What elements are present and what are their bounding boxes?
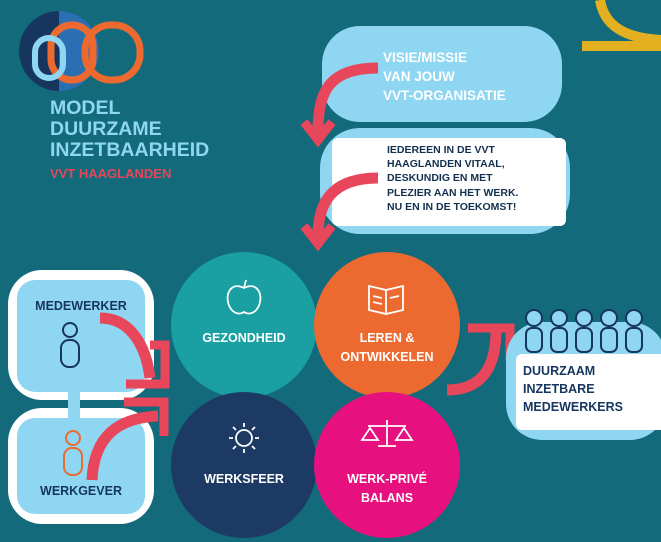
corner-arrow-decoration xyxy=(595,0,661,45)
result-text: DUURZAAM INZETBARE MEDEWERKERS xyxy=(523,362,623,416)
result-line: MEDEWERKERS xyxy=(523,400,624,414)
vision-line: VVT-ORGANISATIE xyxy=(383,88,506,103)
ambition-line: PLEZIER AAN HET WERK. xyxy=(387,186,519,199)
down-arrow-2 xyxy=(312,172,379,237)
apple-icon xyxy=(226,279,262,315)
title-line: DUURZAME xyxy=(50,118,162,140)
model-title: MODEL DUURZAME INZETBAARHEID xyxy=(50,98,209,161)
result-line: DUURZAAM xyxy=(523,364,596,378)
title-line: MODEL xyxy=(50,97,121,119)
health-label: GEZONDHEID xyxy=(202,331,286,345)
employer-label: WERKGEVER xyxy=(40,484,122,498)
vision-box xyxy=(322,26,562,122)
ambition-box xyxy=(332,138,566,226)
balance-line: WERK-PRIVÉ xyxy=(347,472,427,486)
employee-box xyxy=(17,280,145,392)
balance-label: WERK-PRIVÉ BALANS xyxy=(317,470,457,508)
scale-icon xyxy=(360,420,414,447)
ambition-line: DESKUNDIG EN MET xyxy=(387,172,493,185)
balance-line: BALANS xyxy=(360,491,414,505)
balance-circle xyxy=(314,392,460,538)
ambition-line: HAAGLANDEN VITAAL, xyxy=(387,158,505,171)
vision-text: VISIE/MISSIE VAN JOUW VVT-ORGANISATIE xyxy=(383,48,506,105)
climate-label: WERKSFEER xyxy=(204,472,284,486)
employee-arrow xyxy=(99,312,156,379)
ambition-line: NU EN IN DE TOEKOMST! xyxy=(387,200,517,213)
employee-label: MEDEWERKER xyxy=(35,299,127,313)
vision-line: VISIE/MISSIE xyxy=(383,50,468,65)
learning-line: ONTWIKKELEN xyxy=(340,350,434,364)
book-icon xyxy=(368,284,404,316)
result-line: INZETBARE xyxy=(523,382,595,396)
result-arrow xyxy=(446,329,502,396)
learning-line: LEREN & xyxy=(359,331,415,345)
employer-arrow xyxy=(86,410,159,481)
person-icon xyxy=(60,322,80,368)
sun-icon xyxy=(229,423,259,453)
model-subtitle: VVT HAAGLANDEN xyxy=(50,166,172,181)
logo-icon xyxy=(19,11,144,91)
connector xyxy=(68,382,80,428)
group-people-icon xyxy=(525,309,643,353)
climate-circle xyxy=(171,392,317,538)
ambition-line: IEDEREEN IN DE VVT xyxy=(387,144,495,156)
person-icon-employer xyxy=(63,430,83,476)
title-line: INZETBAARHEID xyxy=(50,139,210,161)
result-box xyxy=(516,354,661,430)
learning-label: LEREN & ONTWIKKELEN xyxy=(317,329,457,367)
learning-circle xyxy=(314,252,460,398)
health-circle xyxy=(171,252,317,398)
vision-line: VAN JOUW xyxy=(383,69,455,84)
ambition-text: IEDEREEN IN DE VVT HAAGLANDEN VITAAL, DE… xyxy=(387,143,557,214)
down-arrow-1 xyxy=(312,62,379,133)
